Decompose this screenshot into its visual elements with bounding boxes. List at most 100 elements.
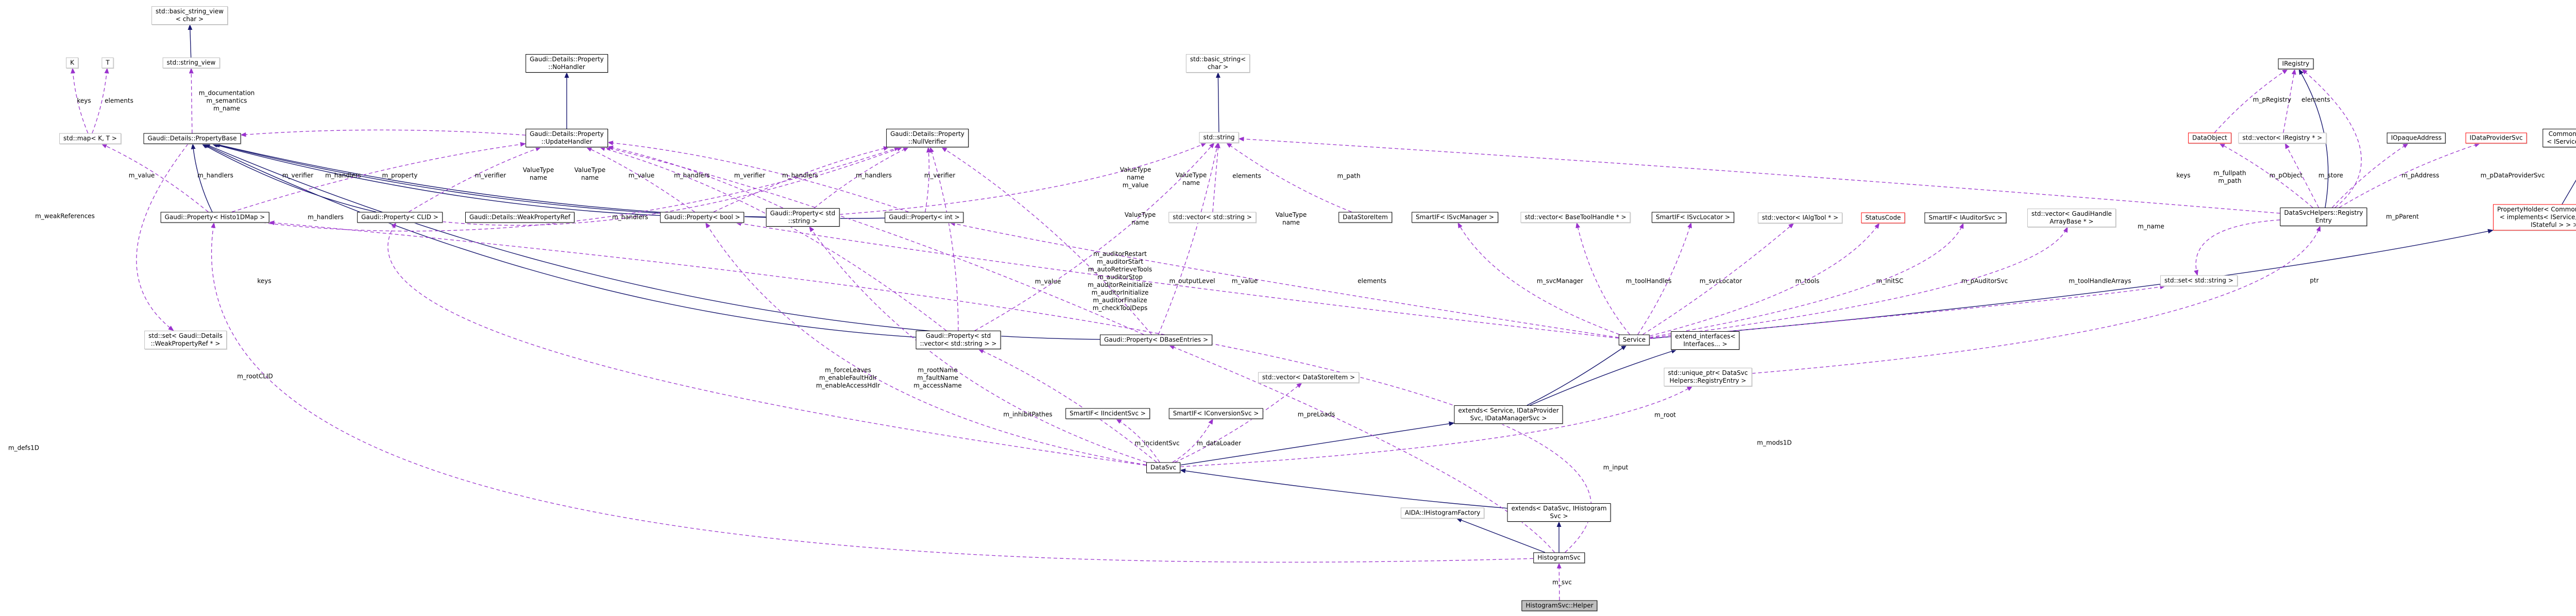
node-weakref[interactable]: Gaudi::Details::WeakPropertyRef [465,212,575,223]
node-iincidentsvc[interactable]: SmartIF< IIncidentSvc > [1065,408,1150,419]
node-pbool[interactable]: Gaudi::Property< bool > [660,212,744,223]
edge-phisto-map [101,143,209,213]
node-pclid[interactable]: Gaudi::Property< CLID > [357,212,443,223]
edge-pbool-updatehandler [586,147,695,213]
node-datastoreitem[interactable]: DataStoreItem [1338,212,1392,223]
edge-pbase-ssv [189,67,194,133]
node-nohandler[interactable]: Gaudi::Details::Property ::NoHandler [526,54,608,73]
edge-label: ValueType name [1175,172,1207,186]
edge-label: m_svcManager [1536,277,1584,285]
edge-pstring-sstring [839,142,1207,215]
node-extendsdh[interactable]: extends< DataSvc, IHistogram Svc > [1507,503,1611,522]
node-vdsi[interactable]: std::vector< DataStoreItem > [1258,372,1360,383]
node-commsg[interactable]: CommonMessaging< implements < IService, … [2543,129,2576,147]
node-service[interactable]: Service [1618,334,1650,346]
node-K[interactable]: K [66,57,78,69]
edge-label: m_initSC [1876,277,1904,285]
node-bsv[interactable]: std::basic_string_view < char > [151,6,228,25]
node-iopaque[interactable]: IOpaqueAddress [2386,132,2446,144]
node-histogramsvc[interactable]: HistogramSvc [1533,552,1585,563]
edge-propertyholder-commsg [2562,179,2576,204]
node-pvecstr[interactable]: Gaudi::Property< std ::vector< std::stri… [916,331,1001,349]
edge-label: ValueType name [1275,211,1307,226]
edge-datasvc-extendssvc [1180,421,1455,466]
edge-pbase-setwpr [136,144,189,331]
edge-pclid-updatehandler [409,147,541,213]
node-uniqueptr[interactable]: std::unique_ptr< DataSvc Helpers::Regist… [1664,368,1752,386]
node-datasvc[interactable]: DataSvc [1146,462,1180,473]
edge-label: m_forceLeaves m_enableFaultHdlr m_enable… [816,366,880,389]
node-setwpr[interactable]: std::set< Gaudi::Details ::WeakPropertyR… [144,331,227,349]
node-pbase[interactable]: Gaudi::Details::PropertyBase [143,133,241,144]
edge-pvecstr-nullverifier [929,147,959,331]
node-updatehandler[interactable]: Gaudi::Details::Property ::UpdateHandler [526,129,608,147]
edge-label: m_rootName m_faultName m_accessName [913,366,962,389]
edge-datasvc-pstring [809,226,1147,463]
edge-registryentry-iopaque [2332,143,2409,208]
node-vgha[interactable]: std::vector< GaudiHandle ArrayBase * > [2027,209,2116,227]
edge-label: m_rootCLID [237,372,273,380]
edge-phisto-updatehandler [231,142,526,213]
node-setstring[interactable]: std::set< std::string > [2160,275,2238,286]
edge-datasvc-iincidentsvc [1115,418,1160,463]
edge-pbool-pbase [212,143,660,216]
node-vstring[interactable]: std::vector< std::string > [1168,212,1256,223]
node-dataobject[interactable]: DataObject [2188,132,2231,144]
node-vialgtool[interactable]: std::vector< IAlgTool * > [1757,212,1843,224]
edge-registryentry-sstring [1238,136,2280,214]
node-vreg[interactable]: std::vector< IRegistry * > [2238,132,2327,144]
edge-label: ptr [2310,277,2319,284]
edge-label: m_handlers [674,172,710,179]
edge-label: m_pObject [2269,172,2303,179]
edge-service-pint [949,221,1619,338]
edge-label: m_handlers [612,213,648,221]
node-T[interactable]: T [101,57,114,69]
edge-helper-histogramsvc [1556,562,1562,601]
edge-pstring-updatehandler [607,145,784,209]
node-statuscode[interactable]: StatusCode [1861,212,1905,224]
edge-label: m_handlers [197,172,233,179]
edge-label: ValueType name [522,166,554,181]
node-nullverifier[interactable]: Gaudi::Details::Property ::NullVerifier [886,129,969,147]
node-dbaseentries[interactable]: Gaudi::Property< DBaseEntries > [1099,334,1213,346]
edge-label: m_name [2138,223,2164,230]
node-isvclocator[interactable]: SmartIF< ISvcLocator > [1651,212,1735,223]
edge-label: m_defs1D [8,444,40,452]
node-extendif[interactable]: extend_interfaces< Interfaces... > [1671,331,1740,350]
edge-histogramsvc-aida [1456,518,1545,553]
node-aida[interactable]: AIDA::IHistogramFactory [1400,507,1485,519]
edge-pint-updatehandler [607,141,909,213]
edge-label: m_incidentSvc [1134,439,1180,447]
node-extendssvc[interactable]: extends< Service, IDataProvider Svc, IDa… [1454,405,1563,424]
node-pint[interactable]: Gaudi::Property< int > [885,212,964,223]
edge-label: m_handlers [325,172,361,179]
node-registryentry[interactable]: DataSvcHelpers::Registry Entry [2280,208,2367,226]
node-map[interactable]: std::map< K, T > [59,133,121,144]
node-ssv[interactable]: std::string_view [162,57,220,69]
node-propertyholder[interactable]: PropertyHolder< CommonMessaging < implem… [2493,204,2576,231]
edge-label: keys [77,97,91,105]
node-pstring[interactable]: Gaudi::Property< std ::string > [766,208,840,227]
edge-datasvc-vdsi [1175,382,1302,463]
edge-vstring-sstring [1212,142,1221,212]
edge-label: keys [2176,172,2191,179]
edge-label: ValueType name [1124,211,1156,226]
node-sstring[interactable]: std::string [1199,132,1239,143]
edge-ssv-bsv [188,24,193,58]
node-helper[interactable]: HistogramSvc::Helper [1521,600,1598,611]
node-bstring[interactable]: std::basic_string< char > [1185,54,1250,73]
node-phisto[interactable]: Gaudi::Property< Histo1DMap > [160,212,269,223]
node-vbth[interactable]: std::vector< BaseToolHandle * > [1520,212,1631,223]
edge-dbaseentries-nullverifier [941,147,1152,335]
node-isvcmanager[interactable]: SmartIF< ISvcManager > [1412,212,1498,223]
edge-label: m_fullpath m_path [2213,169,2246,184]
node-iregistry[interactable]: IRegistry [2278,58,2314,70]
node-iconversionsvc[interactable]: SmartIF< IConversionSvc > [1168,408,1263,419]
node-idps[interactable]: IDataProviderSvc [2465,132,2527,144]
node-iauditorsvc[interactable]: SmartIF< IAuditorSvc > [1924,212,2007,224]
edge-label: m_pRegistry [2252,96,2292,104]
edge-label: m_toolHandles [1625,277,1672,285]
edge-label: m_weakReferences [35,212,95,220]
edge-label: m_value [628,172,655,179]
